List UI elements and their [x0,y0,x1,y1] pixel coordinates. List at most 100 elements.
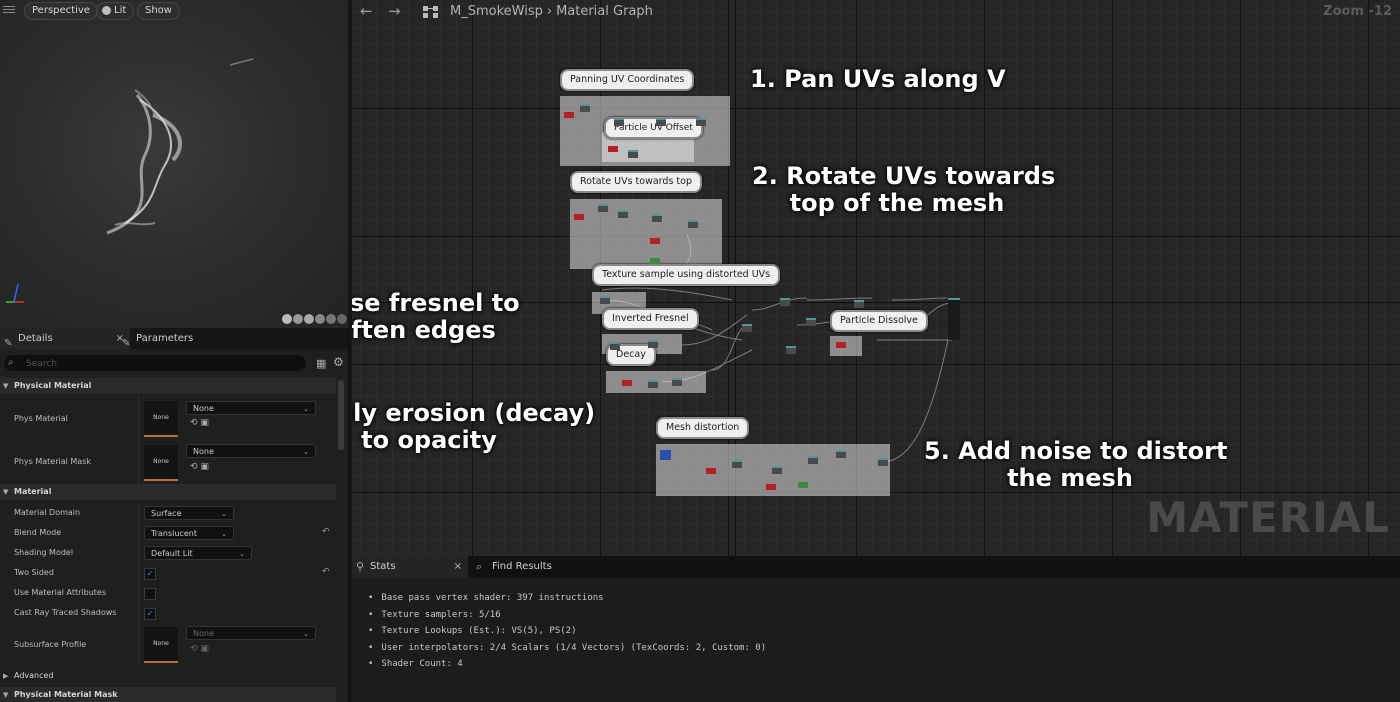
show-button[interactable]: Show [137,2,180,20]
lit-button[interactable]: Lit [96,2,135,20]
reset-to-default-icon[interactable]: ↶ [322,527,330,537]
graph-node[interactable] [610,342,620,350]
breadcrumb-asset[interactable]: M_SmokeWisp [450,4,543,19]
graph-node[interactable] [650,258,660,264]
reset-to-default-icon[interactable]: ↶ [322,567,330,577]
use-material-attributes-checkbox[interactable] [144,588,156,600]
graph-node[interactable] [622,380,632,386]
preview-viewport[interactable]: Perspective Lit Show [0,0,348,328]
stats-body: Base pass vertex shader: 397 instruction… [352,578,1400,702]
row-label: Two Sided [14,568,54,577]
graph-node[interactable] [786,346,796,354]
tab-find-results[interactable]: ⌕ Find Results [474,556,552,578]
details-tab-bar: ✎ Details × ✎ Parameters [0,328,348,350]
search-input[interactable] [24,355,298,373]
comment-title-dissolve[interactable]: Particle Dissolve [830,310,928,332]
graph-node[interactable] [580,104,590,112]
row-shading-model: Shading Model Default Lit ⌄ [0,544,336,564]
material-graph-canvas[interactable]: ← → M_SmokeWisp›Material Graph Zoom -12 [352,0,1400,556]
section-label: Physical Material Mask [14,690,118,699]
subsurface-profile-combo[interactable]: None ⌄ [186,626,316,640]
graph-node[interactable] [574,214,584,220]
graph-node[interactable] [660,450,671,460]
comment-title-panning[interactable]: Panning UV Coordinates [560,69,695,91]
comment-box-dissolve[interactable] [830,336,862,356]
comment-title-texture[interactable]: Texture sample using distorted UVs [592,264,781,286]
graph-node[interactable] [742,324,752,332]
preview-mesh-icons[interactable] [281,312,348,326]
details-scrollbar[interactable] [338,380,344,450]
shading-model-combo[interactable]: Default Lit ⌄ [144,546,252,560]
hierarchy-icon[interactable] [422,5,440,19]
graph-node[interactable] [650,238,660,244]
table-view-icon[interactable]: ▦ [316,357,327,370]
comment-box-rotate[interactable] [570,199,722,269]
back-arrow-icon[interactable]: ← [360,2,373,20]
phys-material-mask-combo[interactable]: None ⌄ [186,444,316,458]
browse-asset-icons[interactable]: ⟲ ▣ [190,462,209,472]
section-advanced[interactable]: ▶ Advanced [0,668,336,684]
close-icon[interactable]: × [115,333,124,344]
tab-stats[interactable]: ⚲ Stats × [352,556,468,578]
graph-node[interactable] [672,378,682,386]
graph-node[interactable] [878,458,888,466]
section-physical-material-mask[interactable]: ▼ Physical Material Mask [0,687,336,702]
tab-parameters[interactable]: ✎ Parameters [118,328,236,350]
graph-node[interactable] [772,466,782,474]
graph-node[interactable] [600,296,610,304]
graph-node[interactable] [688,220,698,228]
material-output-node[interactable] [948,298,960,340]
graph-node[interactable] [696,118,706,126]
section-label: Physical Material [14,381,92,390]
graph-node[interactable] [614,118,624,126]
graph-node[interactable] [706,468,716,474]
section-material[interactable]: ▼ Material [0,484,336,500]
graph-node[interactable] [648,340,658,348]
section-physical-material[interactable]: ▼ Physical Material [0,378,336,394]
graph-node[interactable] [854,300,864,308]
graph-node[interactable] [656,118,666,126]
tab-details[interactable]: ✎ Details × [0,328,130,350]
gear-icon[interactable]: ⚙ [333,355,344,369]
graph-node[interactable] [598,204,608,212]
comment-title-rotate[interactable]: Rotate UVs towards top [570,171,702,193]
graph-node[interactable] [628,150,638,158]
graph-node[interactable] [836,450,846,458]
chevron-down-icon: ⌄ [303,405,309,413]
forward-arrow-icon[interactable]: → [388,2,401,20]
asset-thumbnail[interactable]: None [144,401,178,437]
graph-node[interactable] [608,146,618,152]
graph-node[interactable] [808,456,818,464]
graph-node[interactable] [766,484,776,490]
perspective-button[interactable]: Perspective [24,2,98,20]
asset-thumbnail[interactable]: None [144,627,178,663]
graph-node[interactable] [618,210,628,218]
material-domain-combo[interactable]: Surface ⌄ [144,506,234,520]
blend-mode-combo[interactable]: Translucent ⌄ [144,526,234,540]
graph-node[interactable] [806,318,816,326]
graph-node[interactable] [780,298,790,306]
stats-list: Base pass vertex shader: 397 instruction… [368,590,766,673]
collapse-arrow-icon: ▼ [3,488,9,496]
row-use-material-attributes: Use Material Attributes [0,584,336,604]
asset-thumbnail[interactable]: None [144,445,178,481]
close-icon[interactable]: × [453,561,462,572]
breadcrumb-graph: Material Graph [556,4,653,19]
comment-title-fresnel[interactable]: Inverted Fresnel [602,308,699,330]
graph-node[interactable] [836,342,846,348]
graph-node[interactable] [564,112,574,118]
viewport-menu-icon[interactable] [3,4,15,15]
graph-node[interactable] [648,380,658,388]
details-panel: ✎ Details × ✎ Parameters ⌕ ▦ ⚙ ▼ Physica… [0,328,349,702]
browse-asset-icons[interactable]: ⟲ ▣ [190,418,209,428]
cast-ray-traced-shadows-checkbox[interactable]: ✓ [144,608,156,620]
graph-node[interactable] [798,482,808,488]
graph-node[interactable] [732,460,742,468]
graph-node[interactable] [652,214,662,222]
two-sided-checkbox[interactable]: ✓ [144,568,156,580]
phys-material-combo[interactable]: None ⌄ [186,401,316,415]
browse-asset-icons[interactable]: ⟲ ▣ [190,644,209,654]
comment-title-particle-uv[interactable]: Particle UV Offset [604,117,703,139]
combo-value: Surface [151,509,182,518]
comment-title-mesh[interactable]: Mesh distortion [656,417,750,439]
